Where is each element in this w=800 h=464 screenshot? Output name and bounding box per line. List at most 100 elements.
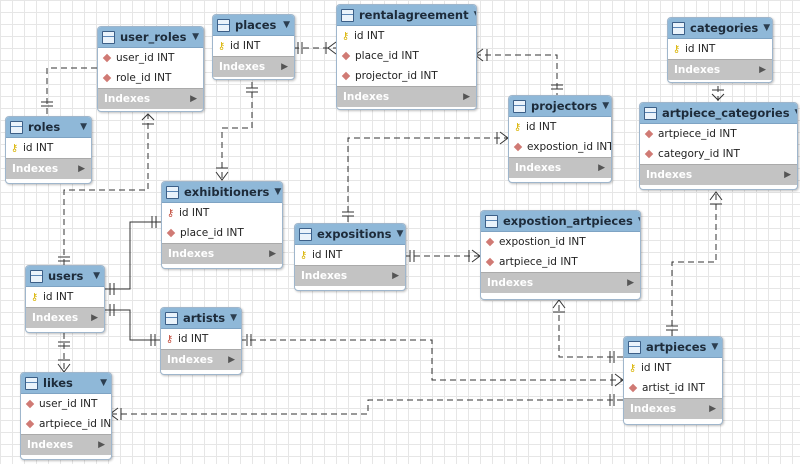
triangle-right-icon[interactable]: ▶ xyxy=(228,355,235,365)
triangle-down-icon[interactable]: ▼ xyxy=(638,216,640,226)
column-label: user_id INT xyxy=(116,52,175,64)
entity-artpiece-categories[interactable]: artpiece_categories ▼ artpiece_id INT ca… xyxy=(639,102,798,190)
triangle-right-icon[interactable]: ▶ xyxy=(98,440,105,450)
triangle-right-icon[interactable]: ▶ xyxy=(91,313,98,323)
triangle-down-icon[interactable]: ▼ xyxy=(100,378,107,388)
entity-rentalagreement[interactable]: rentalagreement ▼ ⚷id INT place_id INT p… xyxy=(336,4,477,110)
entity-artpieces[interactable]: artpieces ▼ ⚷id INT artist_id INT Indexe… xyxy=(623,336,723,425)
entity-expositions[interactable]: expositions ▼ ⚷id INT Indexes▶ xyxy=(294,223,406,291)
entity-title: places xyxy=(235,18,277,32)
entity-header[interactable]: user_roles ▼ xyxy=(98,27,203,48)
indexes-footer[interactable]: Indexes ▶ xyxy=(21,434,111,455)
entity-header[interactable]: users ▼ xyxy=(26,266,104,287)
indexes-footer[interactable]: Indexes▶ xyxy=(624,398,722,419)
triangle-right-icon[interactable]: ▶ xyxy=(627,278,634,288)
rel-artpieces-expostion-artpieces[interactable] xyxy=(558,299,623,358)
indexes-footer[interactable]: Indexes▶ xyxy=(295,265,405,286)
rel-places-exhibitioners[interactable] xyxy=(221,82,253,180)
rel-expositions-projectors[interactable] xyxy=(347,137,508,222)
triangle-down-icon[interactable]: ▼ xyxy=(602,101,610,111)
entity-places[interactable]: places ▼ ⚷id INT Indexes▶ xyxy=(212,14,295,80)
triangle-down-icon[interactable]: ▼ xyxy=(795,108,797,118)
entity-title: expostion_artpieces xyxy=(503,214,633,228)
diamond-icon xyxy=(628,383,638,393)
triangle-right-icon[interactable]: ▶ xyxy=(759,65,766,75)
rel-mark xyxy=(215,87,258,181)
triangle-right-icon[interactable]: ▶ xyxy=(392,271,399,281)
indexes-footer[interactable]: Indexes▶ xyxy=(509,157,611,178)
entity-header[interactable]: artpieces ▼ xyxy=(624,337,722,358)
entity-artists[interactable]: artists ▼ ⚷id INT Indexes ▶ xyxy=(160,307,242,375)
entity-header[interactable]: rentalagreement ▼ xyxy=(337,5,476,26)
indexes-label: Indexes xyxy=(674,64,721,76)
rel-artists-artpieces[interactable] xyxy=(240,339,623,381)
rel-artpieces-likes[interactable] xyxy=(110,399,623,415)
triangle-down-icon[interactable]: ▼ xyxy=(93,271,100,281)
entity-header[interactable]: artists ▼ xyxy=(161,308,241,329)
rel-rental-projectors[interactable] xyxy=(475,54,558,95)
entity-roles[interactable]: roles ▼ ⚷id INT Indexes▶ xyxy=(5,116,92,184)
entity-likes[interactable]: likes ▼ user_id INT artpiece_id INT Inde… xyxy=(20,372,112,460)
indexes-footer[interactable]: Indexes ▶ xyxy=(161,349,241,370)
entity-header[interactable]: categories ▼ xyxy=(668,18,772,39)
indexes-footer[interactable]: Indexes▶ xyxy=(481,272,640,293)
triangle-down-icon[interactable]: ▼ xyxy=(396,229,404,239)
indexes-footer[interactable]: Indexes▶ xyxy=(26,307,104,328)
entity-header[interactable]: likes ▼ xyxy=(21,373,111,394)
indexes-footer[interactable]: Indexes▶ xyxy=(6,158,91,179)
triangle-down-icon[interactable]: ▼ xyxy=(274,187,282,197)
diamond-icon xyxy=(102,73,112,83)
entity-header[interactable]: places ▼ xyxy=(213,15,294,36)
table-icon xyxy=(628,340,641,354)
triangle-right-icon[interactable]: ▶ xyxy=(709,404,716,414)
rel-user-roles-roles[interactable] xyxy=(46,67,97,115)
rel-artpieces-artpiece-categories[interactable] xyxy=(671,190,717,336)
entity-users[interactable]: users ▼ ⚷id INT Indexes▶ xyxy=(25,265,105,333)
entity-header[interactable]: exhibitioners ▼ xyxy=(162,182,282,203)
entity-expostion-artpieces[interactable]: expostion_artpieces ▼ expostion_id INT a… xyxy=(480,210,641,300)
indexes-footer[interactable]: Indexes▶ xyxy=(337,86,476,107)
indexes-label: Indexes xyxy=(27,439,74,451)
triangle-down-icon[interactable]: ▼ xyxy=(80,122,87,132)
entity-header[interactable]: roles ▼ xyxy=(6,117,91,138)
diamond-icon xyxy=(485,237,495,247)
column-row: ⚷id INT xyxy=(668,39,772,59)
entity-header[interactable]: expostion_artpieces ▼ xyxy=(481,211,640,232)
indexes-footer[interactable]: Indexes▶ xyxy=(162,243,282,264)
rel-mark xyxy=(58,256,70,262)
triangle-down-icon[interactable]: ▼ xyxy=(474,10,476,20)
entity-categories[interactable]: categories ▼ ⚷id INT Indexes ▶ xyxy=(667,17,773,83)
column-label: id INT xyxy=(312,249,343,261)
indexes-label: Indexes xyxy=(646,169,693,181)
entity-projectors[interactable]: projectors ▼ ⚷id INT expostion_id INT In… xyxy=(508,95,612,183)
triangle-down-icon[interactable]: ▼ xyxy=(192,32,199,42)
rel-users-exhibitioners[interactable] xyxy=(103,221,161,290)
triangle-down-icon[interactable]: ▼ xyxy=(283,20,290,30)
triangle-right-icon[interactable]: ▶ xyxy=(78,164,85,174)
entity-exhibitioners[interactable]: exhibitioners ▼ ⚷id INT place_id INT Ind… xyxy=(161,181,283,269)
indexes-label: Indexes xyxy=(167,354,214,366)
triangle-right-icon[interactable]: ▶ xyxy=(463,92,470,102)
entity-header[interactable]: projectors ▼ xyxy=(509,96,611,117)
entity-user-roles[interactable]: user_roles ▼ user_id INT role_id INT Ind… xyxy=(97,26,204,112)
triangle-right-icon[interactable]: ▶ xyxy=(269,249,276,259)
triangle-right-icon[interactable]: ▶ xyxy=(190,94,197,104)
triangle-right-icon[interactable]: ▶ xyxy=(784,170,791,180)
triangle-right-icon[interactable]: ▶ xyxy=(598,163,605,173)
triangle-down-icon[interactable]: ▼ xyxy=(230,313,237,323)
triangle-down-icon[interactable]: ▼ xyxy=(763,23,771,33)
indexes-footer[interactable]: Indexes ▶ xyxy=(668,59,772,80)
rel-mark xyxy=(109,304,156,346)
column-row: ⚷id INT xyxy=(161,329,241,349)
column-label: id INT xyxy=(178,333,209,345)
indexes-footer[interactable]: Indexes ▶ xyxy=(640,164,797,185)
triangle-right-icon[interactable]: ▶ xyxy=(281,62,288,72)
entity-header[interactable]: expositions ▼ xyxy=(295,224,405,245)
column-label: artpiece_id INT xyxy=(39,418,112,430)
entity-header[interactable]: artpiece_categories ▼ xyxy=(640,103,797,124)
triangle-down-icon[interactable]: ▼ xyxy=(711,342,719,352)
column-label: expostion_id INT xyxy=(499,236,586,248)
rel-users-artists[interactable] xyxy=(103,309,160,341)
indexes-footer[interactable]: Indexes▶ xyxy=(98,88,203,109)
indexes-footer[interactable]: Indexes▶ xyxy=(213,56,294,77)
